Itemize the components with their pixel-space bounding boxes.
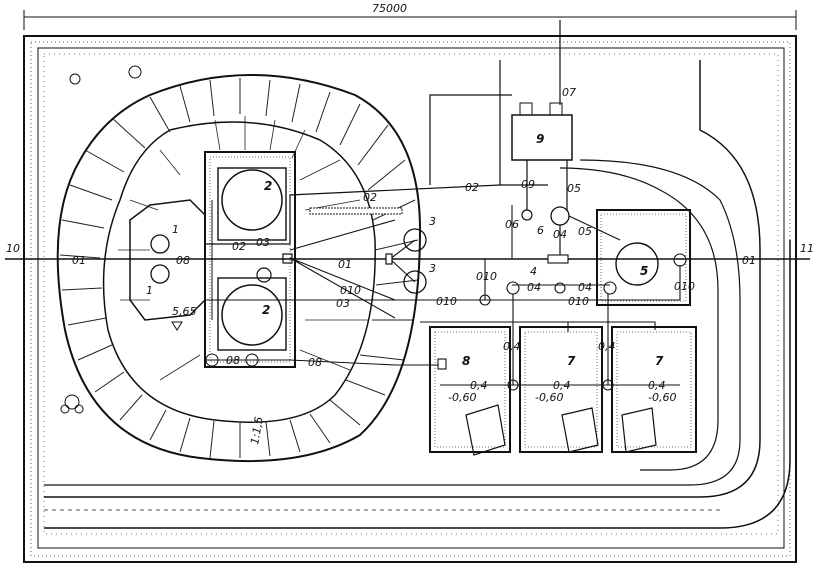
pipe-04-c: 04 [553, 228, 567, 241]
slope-label: 1:1,5 [248, 415, 266, 445]
structure-1-label-top: 1 [172, 223, 179, 236]
intake-platform: 1 1 [129, 199, 206, 321]
structure-7-label-b: 7 [655, 354, 664, 368]
structure-2-label-lower: 2 [262, 303, 270, 317]
pipe-02-a: 02 [232, 240, 246, 253]
structure-2-label-upper: 2 [264, 179, 272, 193]
pipe-08-a: 08 [226, 354, 240, 367]
structure-1-label-bottom: 1 [146, 284, 153, 297]
structure-4-label: 4 [530, 265, 537, 278]
pipe-06: 06 [505, 218, 519, 231]
dimension-label: 75000 [372, 2, 407, 15]
pipe-04-bed-b: 0,4 [598, 340, 616, 353]
pipe-labels: 10 11 01 01 01 02 02 02 03 03 04 04 04 0… [6, 86, 814, 369]
outlet-label: 11 [800, 242, 814, 255]
structure-3-label-lower: 3 [429, 262, 436, 275]
structure-8-label: 8 [462, 354, 470, 368]
pipe-04-bed-a: 0,4 [503, 340, 521, 353]
pipe-01-mid: 01 [338, 258, 352, 271]
drying-bed-8: 8 0,4 -0,60 [429, 326, 511, 456]
annotations: 5,65 1:1,5 [171, 305, 266, 446]
structure-labels: 3 3 4 6 [429, 215, 544, 278]
pipe-01-left: 01 [72, 254, 86, 267]
pipe-04-a: 04 [527, 281, 541, 294]
bed-7b-depth: -0,60 [648, 391, 676, 404]
pipe-02-c: 02 [465, 181, 479, 194]
structure-7-label-a: 7 [567, 354, 576, 368]
earth-embankment [56, 74, 422, 463]
pipe-010-e: 010 [674, 280, 695, 293]
structure-2-lower [221, 284, 283, 346]
tree-icon [60, 65, 142, 414]
tank-5: 5 [596, 209, 691, 306]
pipe-07: 07 [562, 86, 576, 99]
pipe-010-a: 010 [436, 295, 457, 308]
access-road [44, 60, 791, 529]
pipe-08-b: 08 [308, 356, 322, 369]
pipe-02-b: 02 [363, 191, 377, 204]
overall-dimension: 75000 [23, 2, 797, 30]
pipe-05-a: 05 [578, 225, 592, 238]
drying-bed-7-a: 7 0,4 -0,60 [519, 326, 603, 453]
bed-8-depth: -0,60 [448, 391, 476, 404]
structure-5-label: 5 [640, 264, 648, 278]
pipe-010-b: 010 [568, 295, 589, 308]
structure-6-label: 6 [537, 224, 544, 237]
drying-bed-7-b: 7 0,4 -0,60 [611, 326, 697, 453]
structure-9-label: 9 [536, 132, 544, 146]
pipeline-network [5, 20, 810, 391]
pipe-010-c: 010 [340, 284, 361, 297]
pipe-01-right: 01 [742, 254, 756, 267]
building-9: 9 [511, 102, 573, 161]
pipe-010-d: 010 [476, 270, 497, 283]
structure-1-lower [150, 264, 170, 284]
pipe-08-c: 08 [176, 254, 190, 267]
pipe-05-b: 05 [567, 182, 581, 195]
pipe-03-b: 03 [336, 297, 350, 310]
structure-3-label-upper: 3 [429, 215, 436, 228]
bed-7a-depth: -0,60 [535, 391, 563, 404]
structure-2-upper [221, 169, 283, 231]
structure-1-upper [150, 234, 170, 254]
pipe-09: 09 [521, 178, 535, 191]
pipe-03-a: 03 [256, 236, 270, 249]
elevation-top: 5,65 [172, 305, 197, 318]
pipe-04-b: 04 [578, 281, 592, 294]
slope-hatching [59, 78, 419, 459]
inlet-label: 10 [6, 242, 20, 255]
